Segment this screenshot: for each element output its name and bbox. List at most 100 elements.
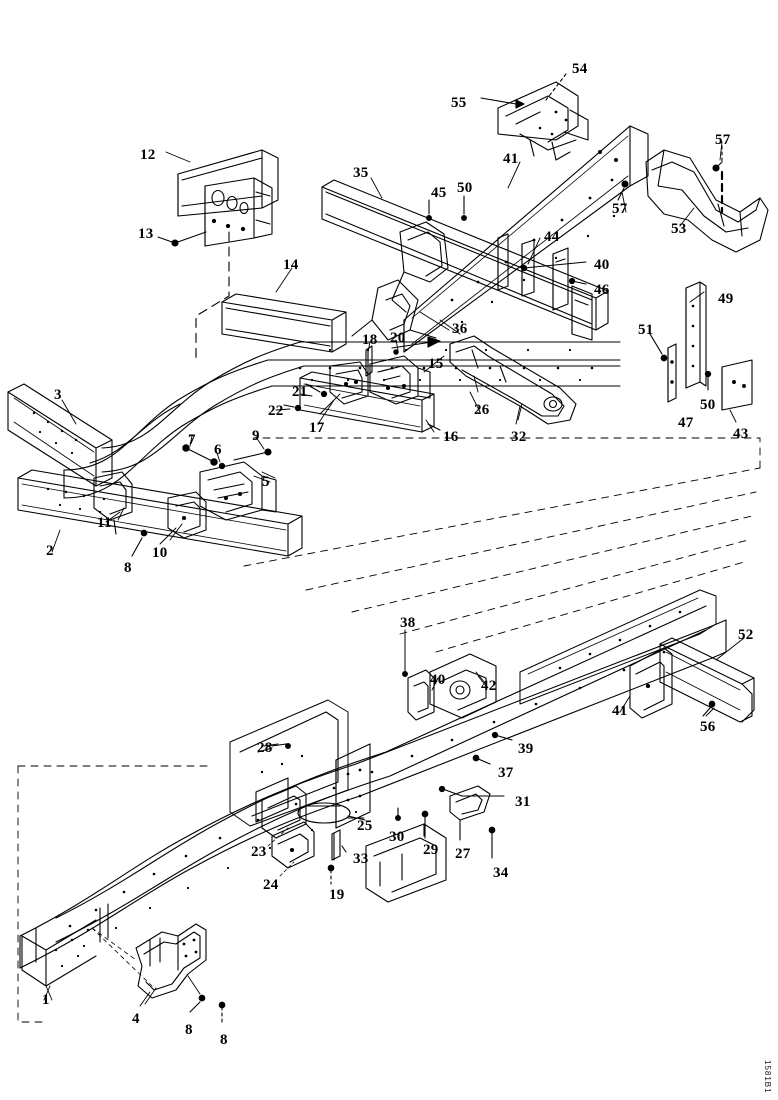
callout-number-42: 42 (481, 678, 497, 694)
callout-number-20: 20 (390, 330, 406, 346)
callout-number-7: 7 (188, 432, 196, 448)
part-35-crossmember (321, 179, 609, 331)
callout-number-57: 57 (612, 201, 628, 217)
part-12-front-crossmember (177, 149, 279, 247)
callout-number-36: 36 (452, 321, 468, 337)
callout-number-56: 56 (700, 719, 716, 735)
callout-number-1: 1 (42, 992, 50, 1008)
part-40-bracket-lower (407, 669, 435, 721)
callout-number-57: 57 (715, 132, 731, 148)
part-39-fastener (491, 731, 513, 741)
callout-number-4: 4 (132, 1011, 140, 1027)
part-56-fastener (702, 700, 716, 717)
part-13-bolt (157, 231, 207, 247)
part-14-front-rail-left (221, 293, 347, 353)
part-18-rod (365, 345, 373, 377)
callout-number-51: 51 (638, 322, 654, 338)
callout-number-27: 27 (455, 846, 471, 862)
callout-number-25: 25 (357, 818, 373, 834)
part-16-beam (299, 371, 441, 433)
callout-number-19: 19 (329, 887, 345, 903)
upper-inner-rail (101, 341, 621, 473)
part-52-rear-beam (659, 637, 755, 723)
part-43-plate (721, 359, 753, 423)
callout-number-46: 46 (594, 282, 610, 298)
part-54-leader (545, 73, 567, 101)
callout-number-26: 26 (474, 402, 490, 418)
part-42-housing (429, 653, 497, 719)
part-50-fastener (704, 370, 712, 391)
part-31-fastener (438, 785, 505, 797)
part-50a-fastener (461, 195, 467, 221)
callout-number-38: 38 (400, 615, 416, 631)
lower-inner-rail (55, 605, 707, 943)
part-4-front-lower-bracket (91, 923, 207, 1005)
callout-number-16: 16 (443, 429, 459, 445)
lower-mount-plate (335, 743, 371, 829)
callout-number-10: 10 (152, 545, 168, 561)
part-22-fastener (283, 404, 302, 412)
part-27-bracket (449, 785, 491, 841)
part-36-mount (351, 279, 450, 341)
part-10-bracket (167, 491, 207, 541)
callout-number-6: 6 (214, 442, 222, 458)
callout-number-30: 30 (389, 829, 405, 845)
callout-number-43: 43 (733, 426, 749, 442)
callout-number-22: 22 (268, 403, 284, 419)
callout-number-40: 40 (594, 257, 610, 273)
part-40-46-fasteners (520, 237, 587, 285)
callout-number-9: 9 (252, 428, 260, 444)
part-28-panel (229, 699, 349, 827)
part-15-bracket (369, 355, 445, 405)
diagram-reference-code: 1581B1 (763, 1060, 772, 1094)
gusset-plate (571, 285, 593, 341)
part-45-kickup-plate (391, 221, 449, 313)
part-45-fastener (426, 199, 432, 221)
part-34-fastener (488, 826, 496, 859)
part-7-linkage (182, 435, 218, 466)
callout-number-8: 8 (185, 1022, 193, 1038)
part-37-fastener (472, 754, 491, 765)
callout-number-52: 52 (738, 627, 754, 643)
upper-main-side-rail (63, 359, 621, 499)
part-8-fasteners-lower (187, 975, 226, 1025)
callout-number-50: 50 (457, 180, 473, 196)
callout-number-54: 54 (572, 61, 588, 77)
lower-panel-window (255, 777, 289, 823)
part-2-crossmember-lower-left (17, 469, 303, 557)
callout-number-53: 53 (671, 221, 687, 237)
assembly-dash-12 (195, 231, 230, 359)
callout-number-12: 12 (140, 147, 156, 163)
part-24-bracket (271, 821, 315, 877)
part-53-rear-crossmember (645, 149, 769, 253)
callout-number-11: 11 (97, 515, 112, 531)
part-17-bracket (319, 361, 369, 415)
part-41-rear-rail-lower (519, 589, 717, 705)
part-38-leader (402, 629, 408, 677)
part-11-bracket (93, 471, 133, 535)
part-3-side-rail-upper (7, 383, 113, 487)
part-19-fastener (327, 864, 335, 885)
callout-number-35: 35 (353, 165, 369, 181)
callout-number-8: 8 (220, 1032, 228, 1048)
callout-number-18: 18 (362, 332, 378, 348)
callout-number-24: 24 (263, 877, 279, 893)
part-21-fastener (305, 383, 328, 398)
part-8-fasteners-upper (131, 529, 148, 557)
part-55-bolt (480, 97, 525, 109)
callout-number-33: 33 (353, 851, 369, 867)
callout-number-55: 55 (451, 95, 467, 111)
callout-number-40: 40 (430, 672, 446, 688)
callout-number-41: 41 (612, 703, 628, 719)
part-51-bolt (649, 333, 668, 362)
part-47-upright (667, 343, 677, 403)
callout-number-3: 3 (54, 387, 62, 403)
hidden-border-lines (17, 437, 761, 1023)
callout-number-28: 28 (257, 740, 273, 756)
callout-number-21: 21 (292, 384, 308, 400)
callout-number-17: 17 (309, 420, 325, 436)
callout-number-34: 34 (493, 865, 509, 881)
part-29-fastener (421, 810, 429, 839)
